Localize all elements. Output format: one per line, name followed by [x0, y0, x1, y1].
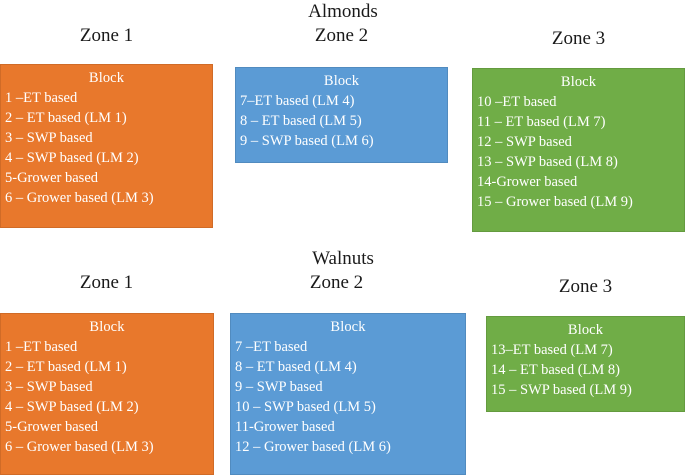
crop-title-almonds: Almonds	[308, 1, 378, 22]
list-item: 14 – ET based (LM 8)	[491, 362, 620, 378]
list-item: 12 – SWP based	[477, 134, 572, 150]
zone-title-walnuts-zone3: Zone 3	[558, 276, 613, 297]
list-item: 10 –ET based	[477, 94, 557, 110]
block-list: 7–ET based (LM 4) 8 – ET based (LM 5) 9 …	[236, 91, 447, 151]
block-list: 13–ET based (LM 7) 14 – ET based (LM 8) …	[487, 340, 684, 400]
list-item: 10 – SWP based (LM 5)	[235, 399, 376, 415]
block-list: 1 –ET based 2 – ET based (LM 1) 3 – SWP …	[1, 337, 213, 457]
list-item: 4 – SWP based (LM 2)	[5, 399, 139, 415]
block-box-almonds-zone1: Block 1 –ET based 2 – ET based (LM 1) 3 …	[0, 64, 213, 228]
list-item: 4 – SWP based (LM 2)	[5, 150, 139, 166]
list-item: 7 –ET based	[235, 339, 308, 355]
block-box-walnuts-zone3: Block 13–ET based (LM 7) 14 – ET based (…	[486, 316, 685, 412]
list-item: 3 – SWP based	[5, 379, 93, 395]
block-header: Block	[330, 319, 366, 335]
list-item: 6 – Grower based (LM 3)	[5, 190, 154, 206]
list-item: 2 – ET based (LM 1)	[5, 110, 127, 126]
list-item: 13 – SWP based (LM 8)	[477, 154, 618, 170]
zone-title-walnuts-zone1: Zone 1	[79, 272, 134, 293]
list-item: 15 – SWP based (LM 9)	[491, 382, 632, 398]
block-box-almonds-zone2: Block 7–ET based (LM 4) 8 – ET based (LM…	[235, 67, 448, 163]
list-item: 1 –ET based	[5, 339, 78, 355]
list-item: 13–ET based (LM 7)	[491, 342, 613, 358]
list-item: 6 – Grower based (LM 3)	[5, 439, 154, 455]
list-item: 9 – SWP based	[235, 379, 323, 395]
list-item: 3 – SWP based	[5, 130, 93, 146]
zone-title-almonds-zone1: Zone 1	[79, 25, 134, 46]
list-item: 1 –ET based	[5, 90, 78, 106]
block-header: Block	[89, 319, 125, 335]
list-item: 14-Grower based	[477, 174, 578, 190]
list-item: 7–ET based (LM 4)	[240, 93, 355, 109]
block-list: 10 –ET based 11 – ET based (LM 7) 12 – S…	[473, 92, 684, 212]
block-header: Block	[560, 74, 597, 90]
zone-title-walnuts-zone2: Zone 2	[309, 272, 364, 293]
block-header: Block	[567, 322, 604, 338]
block-box-almonds-zone3: Block 10 –ET based 11 – ET based (LM 7) …	[472, 68, 685, 232]
list-item: 11 – ET based (LM 7)	[477, 114, 606, 130]
block-list: 1 –ET based 2 – ET based (LM 1) 3 – SWP …	[1, 88, 212, 208]
block-box-walnuts-zone1: Block 1 –ET based 2 – ET based (LM 1) 3 …	[0, 313, 214, 475]
block-list: 7 –ET based 8 – ET based (LM 4) 9 – SWP …	[231, 337, 465, 457]
list-item: 15 – Grower based (LM 9)	[477, 194, 633, 210]
block-header: Block	[88, 70, 125, 86]
list-item: 8 – ET based (LM 5)	[240, 113, 362, 129]
list-item: 8 – ET based (LM 4)	[235, 359, 357, 375]
zone-title-almonds-zone2: Zone 2	[314, 25, 369, 46]
list-item: 5-Grower based	[5, 170, 99, 186]
block-box-walnuts-zone2: Block 7 –ET based 8 – ET based (LM 4) 9 …	[230, 313, 466, 475]
list-item: 12 – Grower based (LM 6)	[235, 439, 391, 455]
block-header: Block	[323, 73, 360, 89]
crop-title-walnuts: Walnuts	[312, 248, 374, 269]
list-item: 5-Grower based	[5, 419, 99, 435]
list-item: 2 – ET based (LM 1)	[5, 359, 127, 375]
zone-title-almonds-zone3: Zone 3	[551, 28, 606, 49]
list-item: 11-Grower based	[235, 419, 335, 435]
list-item: 9 – SWP based (LM 6)	[240, 133, 374, 149]
